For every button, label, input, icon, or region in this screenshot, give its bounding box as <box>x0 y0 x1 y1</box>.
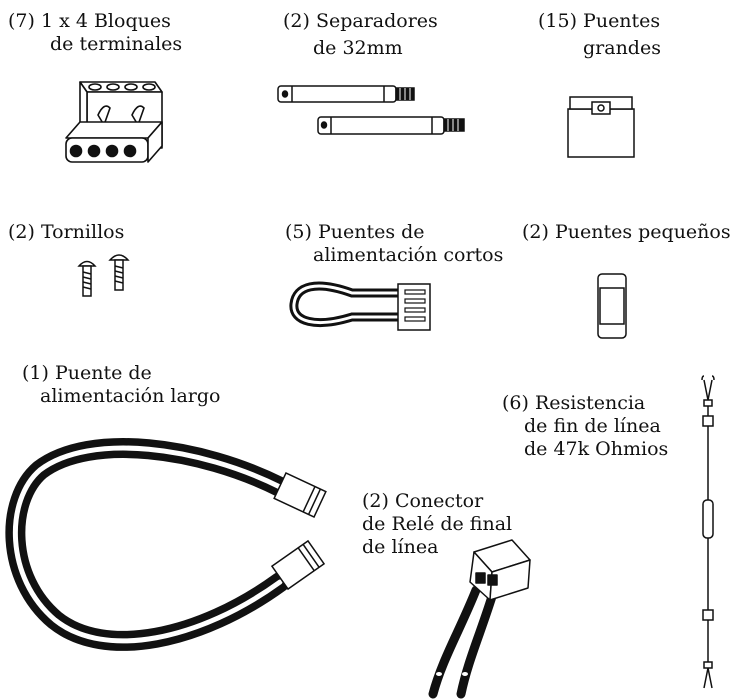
label-large-jumpers: (15) Puentes grandes <box>538 10 661 59</box>
label-terminal-blocks: (7) 1 x 4 Bloques de terminales <box>8 10 183 55</box>
large-jumper-drawing <box>567 96 635 158</box>
eol-relay-connector-drawing <box>428 539 531 699</box>
label-small-jumpers: (2) Puentes pequeños <box>522 221 731 243</box>
label-eol-relay-connector: (2) Conector de Relé de final de línea <box>362 490 513 558</box>
standoffs-drawing <box>277 85 465 135</box>
label-long-power-jumper: (1) Puente de alimentación largo <box>22 362 221 407</box>
label-short-power-jumpers: (5) Puentes de alimentación cortos <box>285 221 504 266</box>
label-standoffs: (2) Separadores de 32mm <box>283 10 438 59</box>
short-power-jumper-drawing <box>289 281 431 331</box>
small-jumper-drawing <box>597 273 627 339</box>
eol-resistor-drawing <box>701 375 715 689</box>
label-eol-resistor: (6) Resistencia de fin de línea de 47k O… <box>502 392 669 460</box>
long-power-jumper-drawing <box>5 438 327 651</box>
label-screws: (2) Tornillos <box>8 221 125 243</box>
terminal-block-drawing <box>65 81 163 163</box>
screws-drawing <box>77 254 130 297</box>
